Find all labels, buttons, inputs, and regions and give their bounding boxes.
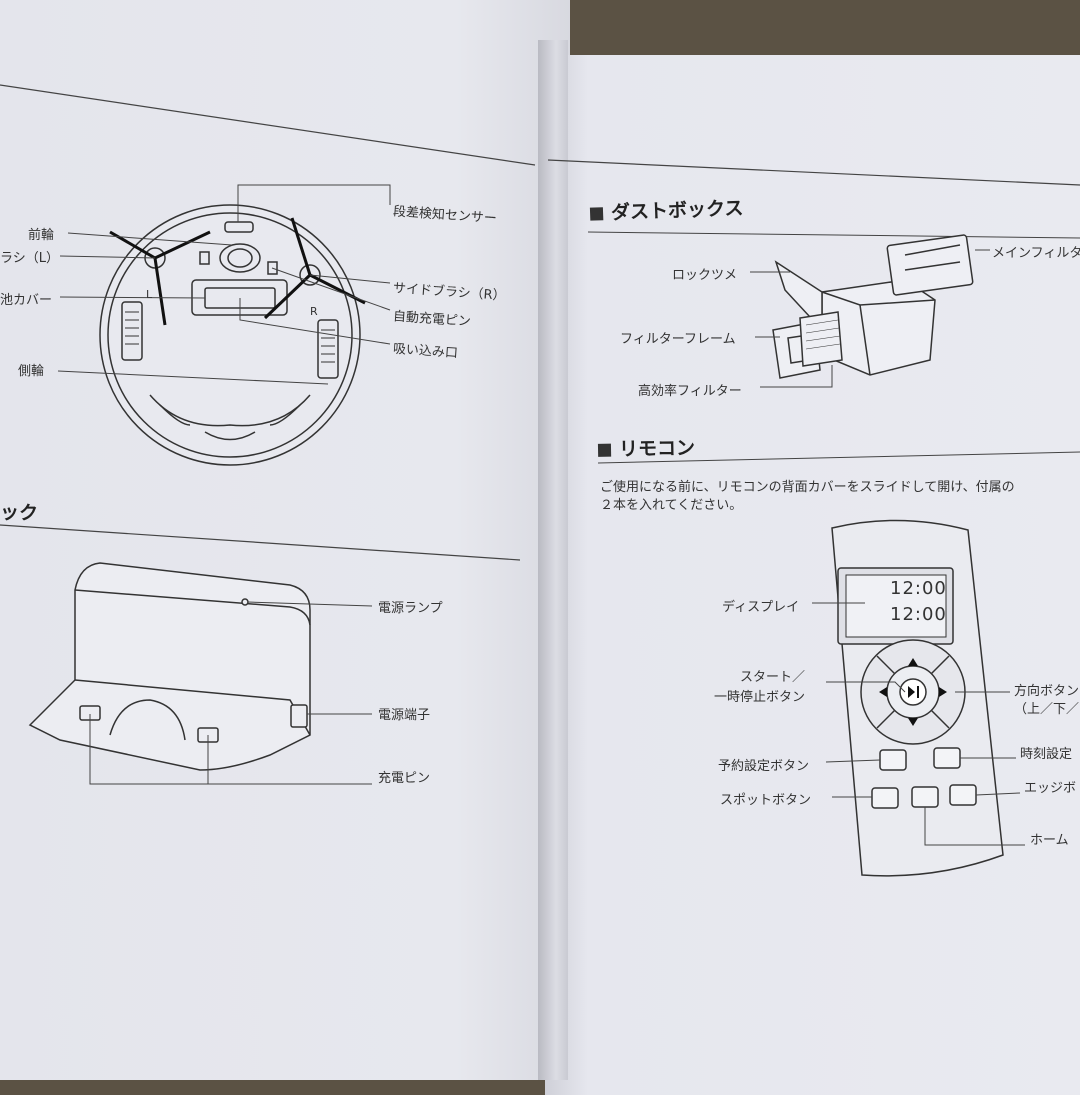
- display-time-1: 12:00: [890, 578, 947, 599]
- label-power-lamp: 電源ランプ: [378, 601, 443, 616]
- label-display: ディスプレイ: [722, 600, 800, 615]
- label-lock-tab: ロックツメ: [672, 268, 738, 283]
- charging-dock-illustration: [28, 562, 311, 771]
- label-charge-pins: 充電ピン: [378, 771, 431, 786]
- right-page: [545, 55, 1080, 1095]
- label-schedule: 予約設定ボタン: [718, 759, 810, 774]
- remote-intro-line1: ご使用になる前に、リモコンの背面カバーをスライドして開け、付属の: [600, 480, 1015, 495]
- label-power-terminal: 電源端子: [378, 708, 431, 723]
- left-page: [0, 0, 570, 1080]
- section-square-icon: [597, 443, 612, 457]
- dustbox-illustration: [772, 234, 974, 379]
- remote-intro-line2: ２本を入れてください。: [600, 498, 743, 513]
- label-side-wheel: 側輪: [18, 364, 45, 379]
- dock-section-title: ック: [0, 501, 39, 525]
- mark-l: L: [146, 288, 153, 301]
- label-hepa-filter: 高効率フィルター: [638, 384, 742, 399]
- remote-section-title: リモコン: [597, 433, 695, 462]
- label-start-line1: スタート／: [740, 670, 806, 685]
- label-spot: スポットボタン: [720, 793, 812, 808]
- robot-bottom-illustration: [99, 204, 366, 466]
- label-main-filter: メインフィルタ: [992, 246, 1080, 261]
- label-front-wheel: 前輪: [28, 228, 55, 243]
- book-gutter: [538, 40, 568, 1080]
- label-home: ホーム: [1030, 833, 1069, 848]
- section-square-icon: [589, 207, 604, 221]
- dustbox-section-title: ダストボックス: [589, 193, 744, 225]
- label-filter-frame: フィルターフレーム: [620, 332, 736, 347]
- label-side-brush-left: ラシ（L）: [0, 251, 59, 266]
- label-direction-line1: 方向ボタン: [1014, 684, 1080, 699]
- label-edge: エッジボ: [1024, 781, 1077, 796]
- label-battery-cover: 池カバー: [0, 293, 53, 308]
- display-time-2: 12:00: [890, 604, 947, 625]
- mark-r: R: [310, 305, 318, 318]
- label-direction-line2: （上／下／: [1014, 702, 1080, 717]
- remote-illustration: [831, 519, 1004, 877]
- label-start-line2: 一時停止ボタン: [714, 690, 806, 705]
- label-clock: 時刻設定: [1020, 747, 1073, 762]
